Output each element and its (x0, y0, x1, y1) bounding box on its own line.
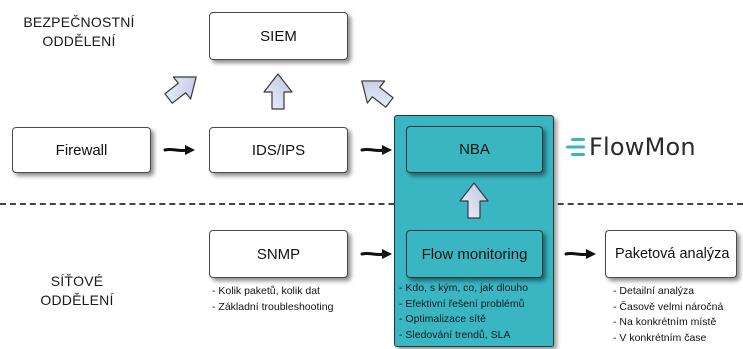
siem-label: SIEM (260, 27, 297, 45)
ids-ips-label: IDS/IPS (251, 141, 306, 159)
note-item: - Optimalizace sítě (399, 313, 486, 325)
note-item: - Efektivní řešení problémů (399, 297, 525, 310)
snmp-label: SNMP (256, 245, 301, 263)
note-item: - Detailní analýza (613, 285, 695, 297)
network-label-line-1: SÍŤOVÉ (50, 273, 104, 289)
firewall-to-ids-arrow (163, 145, 195, 155)
note-item: - Sledování trendů, SLA (399, 328, 511, 341)
flow-monitoring-notes: - Kdo, s kým, co, jak dlouho - Efektivní… (399, 281, 528, 343)
flowmon-lines-icon (566, 138, 585, 156)
flowmon-logo: FlowMon (563, 133, 696, 161)
ids-ips-node: IDS/IPS (209, 127, 348, 173)
network-label-line-2: ODDĚLENÍ (40, 292, 114, 308)
note-item: - Kdo, s kým, co, jak dlouho (399, 282, 528, 294)
security-department-label: BEZPEČNOSTNÍ ODDĚLENÍ (18, 13, 140, 51)
flowmon-logo-text: FlowMon (589, 133, 696, 161)
flow-monitoring-node: Flow monitoring (406, 230, 543, 278)
security-label-line-2: ODDĚLENÍ (42, 33, 116, 49)
ids-to-siem-arrow (263, 73, 293, 110)
packet-analysis-node: Paketová analýza (605, 230, 737, 278)
note-item: - Časově velmi náročná (613, 300, 724, 313)
firewall-node: Firewall (12, 127, 151, 173)
firewall-label: Firewall (55, 141, 108, 159)
network-department-label: SÍŤOVÉ ODDĚLENÍ (32, 272, 122, 310)
snmp-notes: - Kolik paketů, kolik dat - Základní tro… (212, 284, 333, 315)
nba-label: NBA (459, 141, 490, 158)
note-item: - V konkrétním čase (613, 331, 707, 344)
department-divider (0, 203, 743, 205)
firewall-to-siem-arrow (164, 76, 197, 104)
siem-node: SIEM (209, 12, 348, 60)
flow-monitoring-label: Flow monitoring (421, 245, 528, 263)
ids-to-nba-arrow (360, 145, 392, 155)
nba-node: NBA (406, 126, 543, 173)
note-item: - Základní troubleshooting (212, 300, 334, 313)
packet-analysis-label: Paketová analýza (615, 246, 730, 262)
snmp-node: SNMP (209, 230, 348, 278)
flow-to-packet-arrow (564, 249, 596, 259)
flow-to-nba-arrow (459, 182, 489, 219)
security-label-line-1: BEZPEČNOSTNÍ (23, 14, 135, 30)
note-item: - Kolik paketů, kolik dat (212, 285, 320, 297)
note-item: - Na konkrétním místě (613, 316, 717, 328)
nba-to-siem-arrow (361, 80, 394, 108)
packet-analysis-notes: - Detailní analýza - Časově velmi náročn… (613, 284, 723, 346)
snmp-to-flow-arrow (360, 249, 392, 259)
